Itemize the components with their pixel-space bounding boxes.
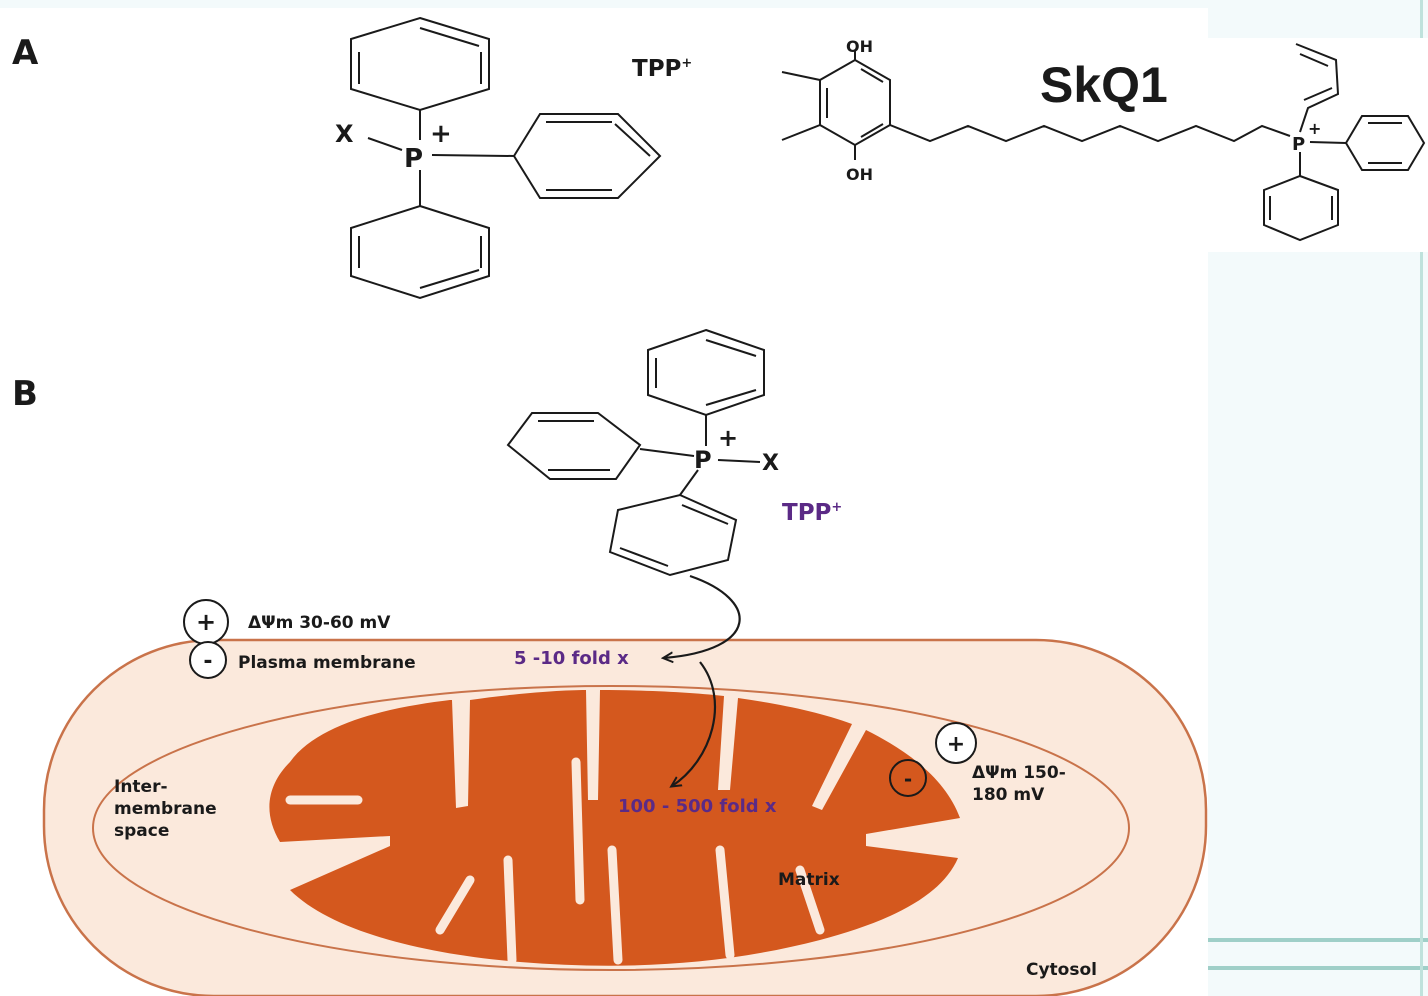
background-rule [1420,0,1423,996]
plasma-fold-label: 5 -10 fold x [514,648,629,669]
tpp-b-superscript: + [831,500,842,515]
negative-charge-icon [189,641,227,679]
matrix-label: Matrix [778,870,840,890]
phenyl-ring [1263,174,1339,242]
phenyl-ring-partial [1295,43,1340,133]
mito-fold-label: 100 - 500 fold x [618,796,777,817]
tpp-b-label: TPP [782,500,831,526]
tpp-a-title: TPP+ [632,56,692,82]
mitochondrion-matrix [269,690,960,966]
quinol-ring [819,58,891,147]
mito-positive-charge-icon [935,722,977,764]
negative-charge-sign: - [203,649,212,674]
tpp-b-plus: + [718,424,738,452]
phenyl-ring [350,16,490,112]
skq1-plus: + [1308,119,1321,138]
phenyl-ring [512,113,662,199]
tpp-structure-a [350,16,662,300]
tpp-b-p-label: P [694,446,712,474]
plasma-membrane-potential: ΔΨm 30-60 mV [248,613,391,633]
mito-negative-charge-sign: - [904,767,912,791]
mito-positive-charge-sign: + [947,732,965,757]
skq1-oh-top: OH [846,37,873,56]
tpp-a-superscript: + [681,56,692,71]
skq1-structure [781,43,1426,242]
phenyl-ring [608,493,738,577]
tpp-a-label: TPP [632,56,681,82]
tpp-b-x-label: X [762,451,779,476]
intermembrane-label-line3: space [114,821,169,841]
phenyl-ring [647,328,765,417]
cytosol-label: Cytosol [1026,960,1097,980]
tpp-b-title: TPP+ [782,500,842,526]
alkyl-chain [889,124,1291,143]
skq1-p-label: P [1292,134,1305,155]
phenyl-ring [1344,115,1426,171]
mito-negative-charge-icon [889,759,927,797]
skq1-panel-backing [1208,38,1428,252]
outer-mitochondrial-membrane [92,685,1130,971]
tpp-a-p-label: P [404,144,423,174]
positive-charge-sign: + [196,608,216,636]
mito-potential-line2: 180 mV [972,785,1045,805]
mito-potential-line1: ΔΨm 150- [972,763,1066,783]
panel-b-letter: B [12,374,38,414]
skq1-oh-bottom: OH [846,165,873,184]
tpp-a-x-label: X [335,120,354,148]
intermembrane-label-line1: Inter- [114,777,168,797]
cristae [285,757,825,965]
tpp-structure-b [506,328,765,577]
skq1-label: SkQ1 [1040,57,1168,113]
phenyl-ring [506,412,642,480]
tpp-a-plus: + [430,119,452,149]
plasma-membrane-label: Plasma membrane [238,653,416,673]
panel-a-letter: A [12,33,39,73]
intermembrane-label-line2: membrane [114,799,217,819]
uptake-arrow-mitochondria [672,661,716,786]
uptake-arrow-plasma [664,574,741,658]
phenyl-ring [350,204,490,300]
